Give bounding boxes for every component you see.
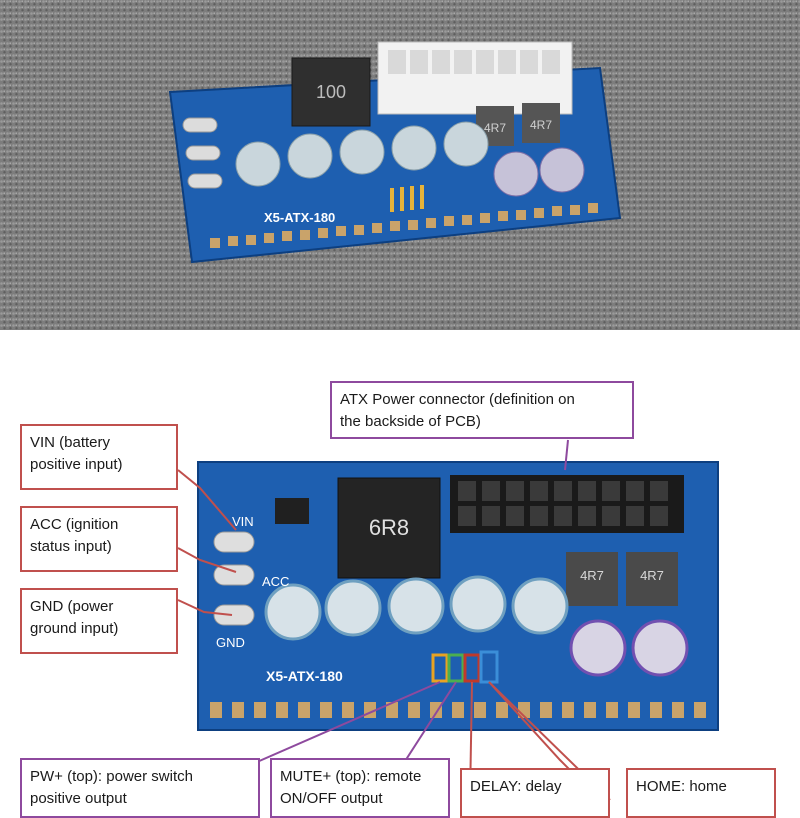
edge-pads-top	[210, 203, 598, 248]
pw-pin-highlight	[431, 653, 449, 683]
annotated-board-diagram: 6R8 4R7 4R7 VIN ACC GND X5-ATX-180	[0, 330, 800, 800]
callout-gnd-text: GND (power ground input)	[30, 598, 119, 637]
small-inductor-4r7-left	[566, 552, 618, 606]
header-pins-top	[390, 185, 424, 212]
callout-atx-text: ATX Power connector (definition on the b…	[340, 391, 575, 430]
callout-acc-text: ACC (ignition status input)	[30, 516, 119, 555]
mute-pin-highlight	[447, 653, 465, 683]
callout-home-text: HOME: home	[636, 778, 727, 795]
silk-gnd: GND	[216, 635, 245, 650]
edge-pads-annotated	[210, 702, 706, 718]
main-inductor-annotated	[337, 477, 441, 579]
callout-vin-text: VIN (battery positive input)	[30, 434, 123, 473]
inductor-4r7-label-2: 4R7	[640, 568, 664, 583]
screw-terminals-annotated	[213, 531, 255, 626]
callout-vin: VIN (battery positive input)	[20, 424, 178, 490]
callout-home: HOME: home	[626, 768, 776, 818]
small-inductor-label-1: 4R7	[484, 121, 506, 135]
callout-acc: ACC (ignition status input)	[20, 506, 178, 572]
delay-pin-highlight	[463, 653, 481, 683]
callout-gnd: GND (power ground input)	[20, 588, 178, 654]
model-label-annotated: X5-ATX-180	[266, 668, 343, 684]
small-inductor-right	[522, 103, 560, 143]
callout-mute: MUTE+ (top): remote ON/OFF output	[270, 758, 450, 818]
callout-delay-text: DELAY: delay	[470, 778, 562, 795]
small-inductor-4r7-right	[626, 552, 678, 606]
product-photo-top: 100 4R7 4R7 X5-ATX-180	[0, 0, 800, 330]
main-inductor	[291, 57, 371, 127]
smd-chip	[275, 498, 309, 524]
silk-acc: ACC	[262, 574, 289, 589]
inductor-6r8-label: 6R8	[369, 515, 409, 540]
callout-pw-text: PW+ (top): power switch positive output	[30, 768, 193, 807]
callout-atx-connector: ATX Power connector (definition on the b…	[330, 381, 634, 439]
callout-mute-text: MUTE+ (top): remote ON/OFF output	[280, 768, 422, 807]
callout-pw: PW+ (top): power switch positive output	[20, 758, 260, 818]
inductor-top-label: 100	[316, 82, 346, 102]
inductor-4r7-label-1: 4R7	[580, 568, 604, 583]
board-photo-bottom-svg: 6R8 4R7 4R7 VIN ACC GND X5-ATX-180	[169, 439, 719, 800]
small-inductor-label-2: 4R7	[530, 118, 552, 132]
callout-delay: DELAY: delay	[460, 768, 610, 818]
screw-terminals-top	[182, 117, 223, 189]
capacitors-top	[235, 121, 585, 197]
board-photo-top-svg: 100 4R7 4R7 X5-ATX-180	[0, 0, 800, 330]
silk-vin: VIN	[232, 514, 254, 529]
capacitors-annotated	[264, 575, 689, 677]
model-label-top: X5-ATX-180	[264, 210, 335, 225]
